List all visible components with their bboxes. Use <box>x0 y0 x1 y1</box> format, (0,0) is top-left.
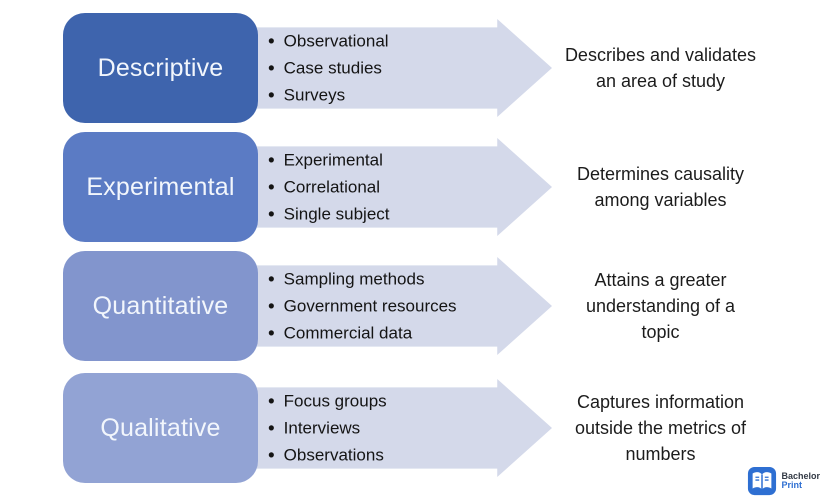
logo-brand-bottom: Print <box>781 480 802 490</box>
bullet-item: Observational <box>268 28 389 55</box>
method-arrow: Experimental Correlational Single subjec… <box>256 132 552 242</box>
research-type-row-quantitative: Quantitative Sampling methods Government… <box>0 251 825 361</box>
category-label: Descriptive <box>97 53 224 82</box>
bullet-list: Observational Case studies Surveys <box>268 28 389 109</box>
bullet-item: Focus groups <box>268 388 387 415</box>
research-type-row-experimental: Experimental Experimental Correlational … <box>0 132 825 242</box>
category-box-qualitative: Qualitative <box>63 373 258 483</box>
bullet-item: Observations <box>268 442 387 469</box>
category-box-descriptive: Descriptive <box>63 13 258 123</box>
research-type-row-descriptive: Descriptive Observational Case studies S… <box>0 13 825 123</box>
logo-wordmark: Bachelor Print <box>781 472 820 490</box>
bullet-item: Government resources <box>268 293 457 320</box>
category-label: Quantitative <box>92 291 229 320</box>
bullet-list: Focus groups Interviews Observations <box>268 388 387 469</box>
logo-book-icon <box>748 466 777 496</box>
description-text: Determines causality among variables <box>576 164 745 210</box>
method-arrow: Sampling methods Government resources Co… <box>256 251 552 361</box>
category-box-quantitative: Quantitative <box>63 251 258 361</box>
bullet-item: Surveys <box>268 82 389 109</box>
description-text: Attains a greater understanding of a top… <box>585 270 736 342</box>
description-block: Captures information outside the metrics… <box>552 373 825 483</box>
category-label: Qualitative <box>100 413 221 442</box>
method-arrow: Observational Case studies Surveys <box>256 13 552 123</box>
bullet-list: Sampling methods Government resources Co… <box>268 266 457 347</box>
category-label: Experimental <box>86 172 235 201</box>
bachelorprint-logo: Bachelor Print <box>747 466 820 496</box>
bullet-item: Experimental <box>268 147 390 174</box>
method-arrow: Focus groups Interviews Observations <box>256 373 552 483</box>
bullet-list: Experimental Correlational Single subjec… <box>268 147 390 228</box>
bullet-item: Interviews <box>268 415 387 442</box>
description-block: Describes and validates an area of study <box>552 13 825 123</box>
bullet-item: Sampling methods <box>268 266 457 293</box>
bullet-item: Commercial data <box>268 320 457 347</box>
bullet-item: Case studies <box>268 55 389 82</box>
description-block: Determines causality among variables <box>552 132 825 242</box>
research-type-row-qualitative: Qualitative Focus groups Interviews Obse… <box>0 373 825 483</box>
bullet-item: Correlational <box>268 174 390 201</box>
bullet-item: Single subject <box>268 201 390 228</box>
description-text: Describes and validates an area of study <box>564 45 757 91</box>
description-block: Attains a greater understanding of a top… <box>552 251 825 361</box>
description-text: Captures information outside the metrics… <box>574 392 747 464</box>
category-box-experimental: Experimental <box>63 132 258 242</box>
logo-brand-top: Bachelor <box>781 471 820 481</box>
